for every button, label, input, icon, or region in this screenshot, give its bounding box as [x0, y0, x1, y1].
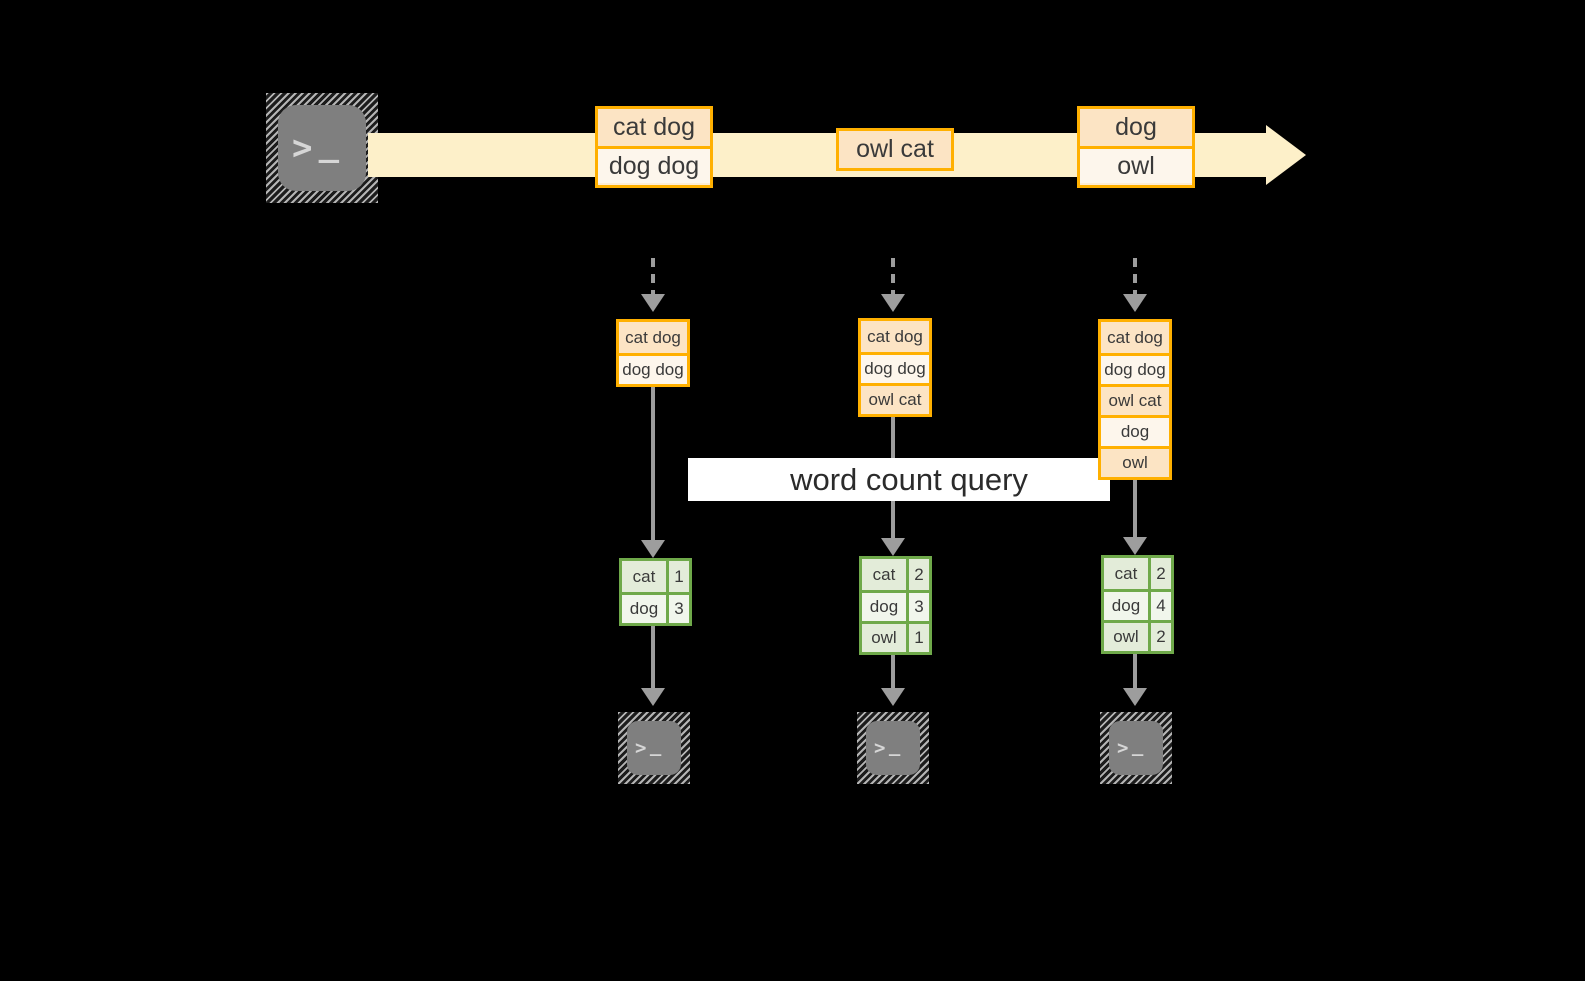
result-count: 2 — [1147, 623, 1171, 651]
result-count: 2 — [1147, 558, 1171, 589]
prompt-cursor: _ — [1131, 734, 1144, 757]
snapshot-2-sink-connector — [891, 655, 895, 690]
prompt-caret: > — [292, 128, 313, 168]
input-row: dog — [1101, 415, 1169, 446]
result-word: cat — [622, 561, 666, 592]
snapshot-1-sink-arrowhead-icon — [641, 688, 665, 706]
snapshot-1-query-arrowhead-icon — [641, 540, 665, 558]
input-row: cat dog — [619, 322, 687, 353]
query-label-band: word count query — [688, 458, 1110, 501]
result-count: 4 — [1147, 592, 1171, 620]
snapshot-trigger-connector — [891, 258, 895, 296]
snapshot-3-input-table: cat dog dog dog owl cat dog owl — [1098, 319, 1172, 480]
result-row: cat 1 — [622, 561, 689, 592]
input-row: owl cat — [1101, 384, 1169, 415]
stream-message: dog owl — [1077, 106, 1195, 188]
prompt-cursor: _ — [888, 734, 901, 757]
snapshot-1-sink-connector — [651, 626, 655, 690]
input-row: owl cat — [861, 383, 929, 414]
snapshot-3-sink-connector — [1133, 654, 1137, 690]
prompt-caret: > — [1117, 736, 1129, 759]
snapshot-trigger-connector — [651, 258, 655, 296]
input-row: dog dog — [861, 352, 929, 383]
terminal-screen: > _ — [1109, 721, 1163, 775]
snapshot-3-query-connector — [1133, 480, 1137, 540]
terminal-prompt: > _ — [874, 734, 901, 759]
prompt-caret: > — [635, 736, 647, 759]
result-count: 1 — [665, 561, 689, 592]
snapshot-trigger-arrowhead-icon — [1123, 294, 1147, 312]
stream-arrow-head-icon — [1266, 125, 1306, 185]
result-row: owl 2 — [1104, 620, 1171, 651]
snapshot-1-input-table: cat dog dog dog — [616, 319, 690, 387]
prompt-cursor: _ — [318, 123, 340, 164]
input-row: dog dog — [1101, 353, 1169, 384]
result-word: cat — [862, 559, 906, 590]
terminal-prompt: > _ — [1117, 734, 1144, 759]
input-row: dog dog — [619, 353, 687, 384]
input-row: cat dog — [1101, 322, 1169, 353]
terminal-prompt: > _ — [292, 127, 339, 168]
stream-message-line: dog dog — [598, 146, 710, 183]
terminal-screen: > _ — [278, 105, 366, 191]
snapshot-trigger-arrowhead-icon — [641, 294, 665, 312]
result-word: owl — [862, 624, 906, 652]
snapshot-trigger-connector — [1133, 258, 1137, 296]
input-row: owl — [1101, 446, 1169, 477]
stream-message: owl cat — [836, 128, 954, 171]
snapshot-trigger-arrowhead-icon — [881, 294, 905, 312]
result-word: dog — [1104, 592, 1148, 620]
snapshot-3-query-arrowhead-icon — [1123, 537, 1147, 555]
snapshot-1-query-connector — [651, 387, 655, 542]
result-word: cat — [1104, 558, 1148, 589]
snapshot-2-sink-arrowhead-icon — [881, 688, 905, 706]
snapshot-2-query-arrowhead-icon — [881, 538, 905, 556]
result-count: 1 — [905, 624, 929, 652]
stream-message-line: owl — [1080, 146, 1192, 183]
result-count: 3 — [905, 593, 929, 621]
stream-message-line: owl cat — [839, 131, 951, 168]
result-count: 3 — [665, 595, 689, 623]
snapshot-1-result-table: cat 1 dog 3 — [619, 558, 692, 626]
input-row: cat dog — [861, 321, 929, 352]
terminal-prompt: > _ — [635, 734, 662, 759]
snapshot-2-sink-terminal-icon: > _ — [857, 712, 929, 784]
snapshot-3-sink-terminal-icon: > _ — [1100, 712, 1172, 784]
result-row: owl 1 — [862, 621, 929, 652]
query-label: word count query — [790, 461, 1028, 497]
terminal-screen: > _ — [866, 721, 920, 775]
result-row: dog 4 — [1104, 589, 1171, 620]
stream-message: cat dog dog dog — [595, 106, 713, 188]
source-terminal-icon: > _ — [266, 93, 378, 203]
snapshot-3-sink-arrowhead-icon — [1123, 688, 1147, 706]
snapshot-3-result-table: cat 2 dog 4 owl 2 — [1101, 555, 1174, 654]
prompt-cursor: _ — [649, 734, 662, 757]
result-row: cat 2 — [1104, 558, 1171, 589]
result-row: cat 2 — [862, 559, 929, 590]
snapshot-2-input-table: cat dog dog dog owl cat — [858, 318, 932, 417]
stream-message-line: cat dog — [598, 109, 710, 146]
stream-message-line: dog — [1080, 109, 1192, 146]
result-row: dog 3 — [622, 592, 689, 623]
result-word: dog — [622, 595, 666, 623]
result-count: 2 — [905, 559, 929, 590]
prompt-caret: > — [874, 736, 886, 759]
snapshot-1-sink-terminal-icon: > _ — [618, 712, 690, 784]
result-word: owl — [1104, 623, 1148, 651]
terminal-screen: > _ — [627, 721, 681, 775]
snapshot-2-result-table: cat 2 dog 3 owl 1 — [859, 556, 932, 655]
result-word: dog — [862, 593, 906, 621]
result-row: dog 3 — [862, 590, 929, 621]
